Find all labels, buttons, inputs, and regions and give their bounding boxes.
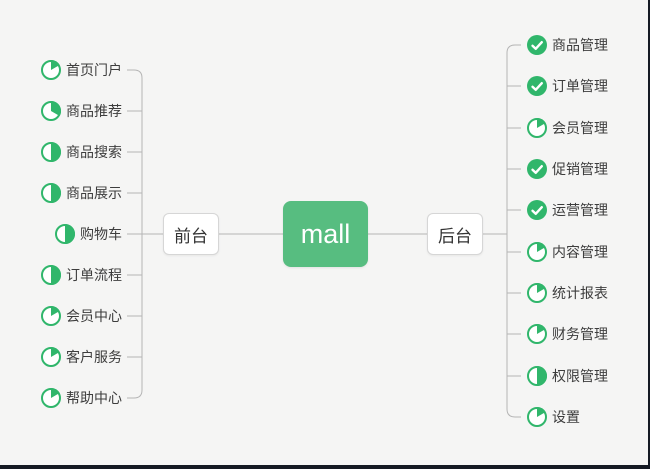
topic-label: 商品管理 (552, 37, 608, 53)
mindmap-topic[interactable]: 设置 (527, 407, 580, 427)
progress-pie-icon (41, 183, 61, 203)
progress-pie-icon (41, 265, 61, 285)
topic-label: 权限管理 (552, 368, 608, 384)
mindmap-topic[interactable]: 首页门户 (41, 60, 122, 80)
mindmap-topic[interactable]: 权限管理 (527, 366, 608, 386)
progress-pie-icon (55, 224, 75, 244)
progress-pie-icon (527, 283, 547, 303)
check-icon (527, 35, 547, 55)
progress-pie-icon (527, 407, 547, 427)
mindmap-topic[interactable]: 客户服务 (41, 347, 122, 367)
topic-label: 会员中心 (66, 308, 122, 324)
topic-label: 运营管理 (552, 202, 608, 218)
mindmap-topic[interactable]: 帮助中心 (41, 388, 122, 408)
mindmap-topic[interactable]: 订单流程 (41, 265, 122, 285)
progress-pie-icon (527, 324, 547, 344)
mindmap-topic[interactable]: 会员中心 (41, 306, 122, 326)
mindmap-topic[interactable]: 商品展示 (41, 183, 122, 203)
progress-pie-icon (527, 118, 547, 138)
mindmap-topic[interactable]: 运营管理 (527, 200, 608, 220)
progress-pie-icon (527, 366, 547, 386)
mindmap-topic[interactable]: 促销管理 (527, 159, 608, 179)
topic-label: 首页门户 (66, 62, 122, 78)
topic-label: 帮助中心 (66, 390, 122, 406)
node-frontend[interactable]: 前台 (163, 213, 219, 255)
progress-pie-icon (527, 242, 547, 262)
topic-label: 统计报表 (552, 285, 608, 301)
topic-label: 客户服务 (66, 349, 122, 365)
mindmap-topic[interactable]: 商品搜索 (41, 142, 122, 162)
topic-label: 订单流程 (66, 267, 122, 283)
progress-pie-icon (41, 142, 61, 162)
topic-label: 会员管理 (552, 120, 608, 136)
mindmap-topic[interactable]: 财务管理 (527, 324, 608, 344)
mindmap-topic[interactable]: 统计报表 (527, 283, 608, 303)
topic-label: 内容管理 (552, 244, 608, 260)
topic-label: 订单管理 (552, 78, 608, 94)
screenshot-edge-bottom (0, 465, 650, 469)
progress-pie-icon (41, 60, 61, 80)
check-icon (527, 200, 547, 220)
topic-label: 商品推荐 (66, 103, 122, 119)
progress-pie-icon (41, 388, 61, 408)
topic-label: 财务管理 (552, 326, 608, 342)
mindmap-topic[interactable]: 商品推荐 (41, 101, 122, 121)
mindmap-topic[interactable]: 商品管理 (527, 35, 608, 55)
screenshot-edge-right (648, 0, 650, 469)
topic-label: 设置 (552, 409, 580, 425)
topic-label: 商品搜索 (66, 144, 122, 160)
progress-pie-icon (41, 101, 61, 121)
check-icon (527, 159, 547, 179)
check-icon (527, 76, 547, 96)
progress-pie-icon (41, 347, 61, 367)
mindmap-topic[interactable]: 订单管理 (527, 76, 608, 96)
topic-label: 购物车 (80, 226, 122, 242)
node-root-mall[interactable]: mall (283, 201, 368, 267)
mindmap-topic[interactable]: 购物车 (55, 224, 122, 244)
node-backend[interactable]: 后台 (427, 213, 483, 255)
topic-label: 促销管理 (552, 161, 608, 177)
topic-label: 商品展示 (66, 185, 122, 201)
progress-pie-icon (41, 306, 61, 326)
mindmap-topic[interactable]: 内容管理 (527, 242, 608, 262)
mindmap-topic[interactable]: 会员管理 (527, 118, 608, 138)
